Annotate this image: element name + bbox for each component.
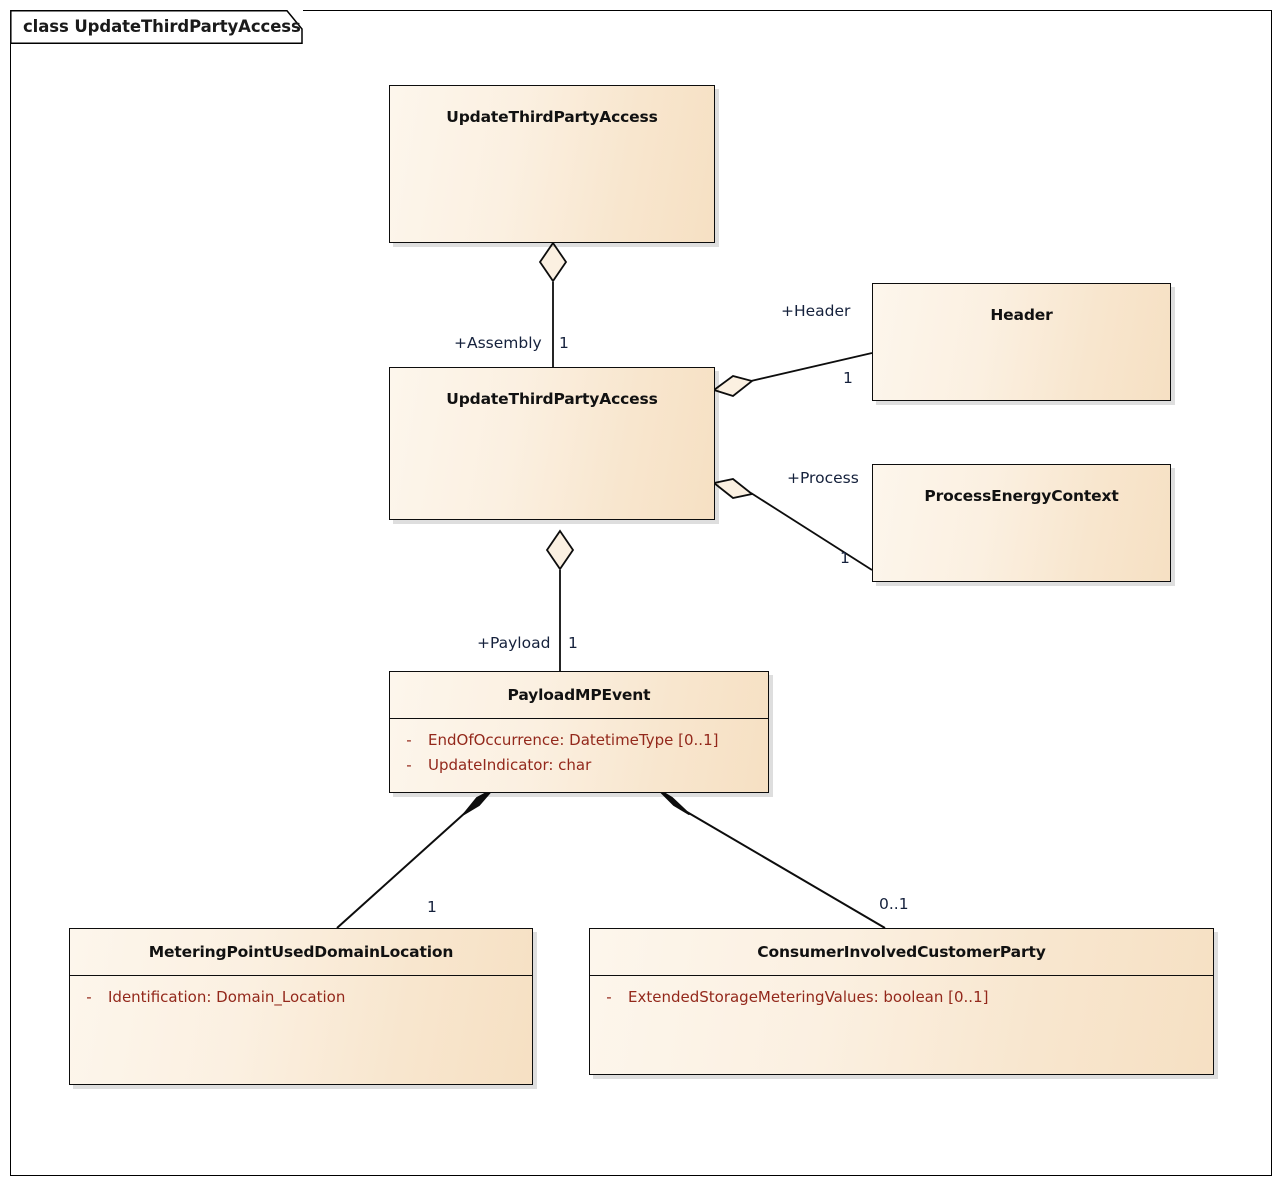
edge-multiplicity-assembly: 1 bbox=[559, 334, 569, 352]
edge-multiplicity-consumer: 0..1 bbox=[879, 895, 909, 913]
class-attributes-consumer-involved-customer-party: - ExtendedStorageMeteringValues: boolean… bbox=[590, 976, 1213, 1010]
edge-role-label-payload: +Payload bbox=[477, 634, 551, 652]
attribute-signature: EndOfOccurrence: DatetimeType [0..1] bbox=[428, 731, 719, 749]
edge-multiplicity-payload: 1 bbox=[568, 634, 578, 652]
class-box-update-third-party-access-assembly[interactable]: UpdateThirdPartyAccess bbox=[389, 367, 715, 520]
attribute-row: - EndOfOccurrence: DatetimeType [0..1] bbox=[390, 728, 768, 753]
edge-role-label-assembly: +Assembly bbox=[454, 334, 542, 352]
attribute-signature: UpdateIndicator: char bbox=[428, 755, 592, 774]
class-box-payload-mp-event[interactable]: PayloadMPEvent - EndOfOccurrence: Dateti… bbox=[389, 671, 769, 793]
diagram-frame-tab: class UpdateThirdPartyAccess bbox=[10, 10, 303, 44]
attribute-row: - UpdateIndicator: char bbox=[390, 753, 768, 778]
class-name-payload-mp-event: PayloadMPEvent bbox=[507, 686, 651, 704]
class-attributes-payload-mp-event: - EndOfOccurrence: DatetimeType [0..1] -… bbox=[390, 719, 768, 778]
diagram-frame bbox=[10, 10, 1272, 1176]
class-name-header: Header bbox=[990, 306, 1053, 324]
attribute-row: - Identification: Domain_Location bbox=[70, 985, 532, 1010]
edge-multiplicity-metering-point: 1 bbox=[427, 898, 437, 916]
class-name-root: UpdateThirdPartyAccess bbox=[446, 108, 658, 126]
class-box-metering-point-used-domain-location[interactable]: MeteringPointUsedDomainLocation - Identi… bbox=[69, 928, 533, 1085]
edge-multiplicity-process: 1 bbox=[840, 549, 850, 567]
class-header-payload-mp-event: PayloadMPEvent bbox=[390, 672, 768, 719]
class-box-update-third-party-access-root[interactable]: UpdateThirdPartyAccess bbox=[389, 85, 715, 243]
class-name-assembly: UpdateThirdPartyAccess bbox=[446, 390, 658, 408]
frame-tab-shape bbox=[10, 10, 303, 44]
attribute-visibility: - bbox=[86, 988, 92, 1006]
edge-role-label-process: +Process bbox=[787, 469, 859, 487]
class-name-metering-point-used-domain-location: MeteringPointUsedDomainLocation bbox=[148, 943, 454, 961]
edge-role-label-header: +Header bbox=[781, 302, 851, 320]
attribute-row: - ExtendedStorageMeteringValues: boolean… bbox=[590, 985, 1213, 1010]
attribute-signature: ExtendedStorageMeteringValues: boolean [… bbox=[628, 988, 989, 1006]
attribute-visibility: - bbox=[406, 731, 412, 749]
attribute-signature: Identification: Domain_Location bbox=[108, 988, 346, 1006]
edge-multiplicity-header: 1 bbox=[843, 369, 853, 387]
attribute-visibility: - bbox=[406, 755, 412, 774]
attribute-visibility: - bbox=[606, 988, 612, 1006]
class-header-consumer-involved-customer-party: ConsumerInvolvedCustomerParty bbox=[590, 929, 1213, 976]
class-header-metering-point-used-domain-location: MeteringPointUsedDomainLocation bbox=[70, 929, 532, 976]
class-box-process-energy-context[interactable]: ProcessEnergyContext bbox=[872, 464, 1171, 582]
frame-title: class UpdateThirdPartyAccess bbox=[23, 17, 301, 36]
class-name-consumer-involved-customer-party: ConsumerInvolvedCustomerParty bbox=[757, 943, 1046, 961]
class-name-process-energy-context: ProcessEnergyContext bbox=[924, 487, 1119, 505]
class-box-consumer-involved-customer-party[interactable]: ConsumerInvolvedCustomerParty - Extended… bbox=[589, 928, 1214, 1075]
class-attributes-metering-point-used-domain-location: - Identification: Domain_Location bbox=[70, 976, 532, 1010]
class-box-header[interactable]: Header bbox=[872, 283, 1171, 401]
